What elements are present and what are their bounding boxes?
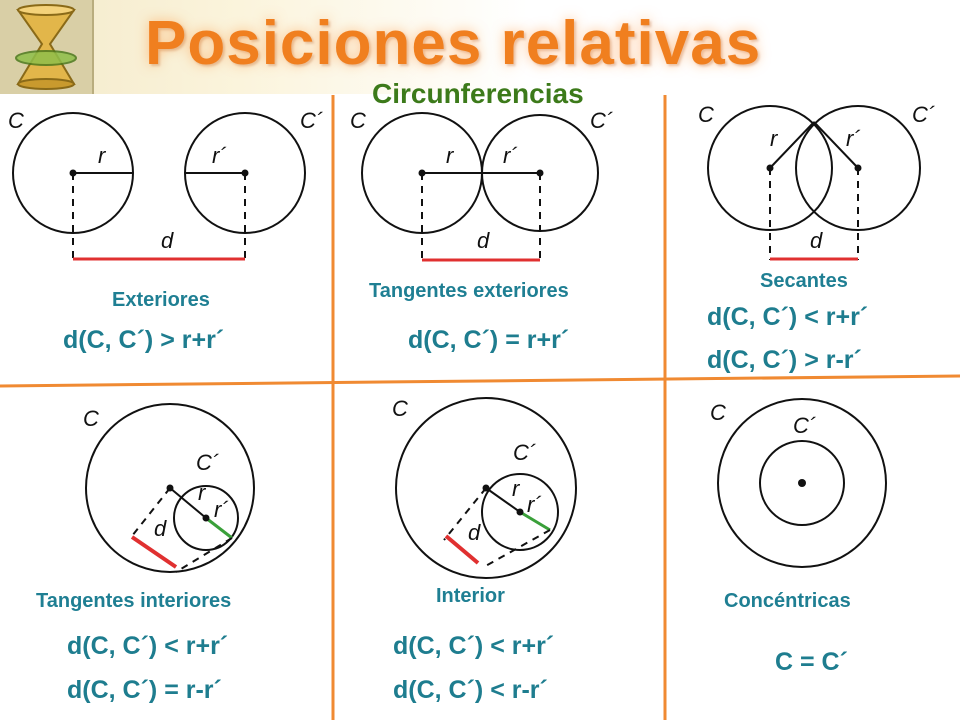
eq-tangentes-exteriores-1: d(C, C´) = r+r´ bbox=[408, 326, 570, 354]
radius-r bbox=[169, 487, 207, 519]
eq-exteriores-1: d(C, C´) > r+r´ bbox=[63, 326, 225, 354]
label-tangentes-interiores: Tangentes interiores bbox=[36, 590, 232, 612]
center-dot bbox=[854, 164, 862, 172]
exteriores-figure bbox=[12, 112, 306, 261]
label-r-prime: r´ bbox=[214, 497, 229, 522]
dash-1 bbox=[443, 487, 487, 541]
label-d: d bbox=[477, 228, 490, 253]
radius-r-prime bbox=[205, 516, 233, 540]
eq-tangentes-interiores-1: d(C, C´) < r+r´ bbox=[67, 632, 229, 660]
label-c: C bbox=[710, 400, 726, 425]
page-subtitle: Circunferencias bbox=[372, 78, 584, 109]
circle-c bbox=[395, 397, 577, 579]
label-r-prime: r´ bbox=[503, 143, 518, 168]
dash-1 bbox=[131, 487, 171, 537]
radius-r bbox=[769, 121, 815, 169]
radius-r bbox=[485, 487, 521, 513]
label-interior: Interior bbox=[436, 585, 505, 607]
circle-c bbox=[85, 403, 255, 573]
label-r-prime: r´ bbox=[527, 492, 542, 517]
center-dot bbox=[202, 514, 210, 522]
label-d: d bbox=[810, 228, 823, 253]
label-r-prime: r´ bbox=[212, 143, 227, 168]
eq-tangentes-interiores-2: d(C, C´) = r-r´ bbox=[67, 676, 222, 704]
distance-d bbox=[444, 534, 480, 565]
concentricas-figure bbox=[717, 398, 887, 568]
center-dot bbox=[536, 169, 544, 177]
center-dot bbox=[241, 169, 249, 177]
tangentes-exteriores-figure bbox=[361, 112, 599, 262]
hyperboloid-icon bbox=[0, 0, 92, 94]
center-dot bbox=[69, 169, 77, 177]
circle-c-prime bbox=[795, 105, 921, 231]
label-c-prime: C´ bbox=[196, 450, 219, 475]
label-r-prime: r´ bbox=[846, 126, 861, 151]
circle-c-prime bbox=[173, 485, 239, 551]
circle-c bbox=[707, 105, 833, 231]
label-c-prime: C´ bbox=[590, 108, 613, 133]
label-concentricas: Concéntricas bbox=[724, 590, 851, 612]
label-c-prime: C´ bbox=[793, 413, 816, 438]
label-r: r bbox=[198, 480, 207, 505]
center-dot bbox=[166, 484, 174, 492]
label-c-prime: C´ bbox=[300, 108, 323, 133]
label-c-prime: C´ bbox=[912, 102, 935, 127]
label-d: d bbox=[154, 516, 167, 541]
tangentes-interiores-figure bbox=[85, 403, 255, 573]
label-r: r bbox=[98, 143, 107, 168]
secantes-figure bbox=[707, 105, 921, 261]
label-d: d bbox=[161, 228, 174, 253]
center-dot bbox=[418, 169, 426, 177]
distance-d bbox=[130, 535, 178, 569]
eq-interior-1: d(C, C´) < r+r´ bbox=[393, 632, 555, 660]
label-r: r bbox=[512, 476, 521, 501]
label-c-prime: C´ bbox=[513, 440, 536, 465]
center-dot bbox=[798, 479, 806, 487]
label-c: C bbox=[698, 102, 714, 127]
label-secantes: Secantes bbox=[760, 270, 848, 292]
logo bbox=[0, 0, 94, 94]
label-c: C bbox=[83, 406, 99, 431]
page-title: Posiciones relativas bbox=[145, 9, 762, 78]
circle-c-prime bbox=[481, 473, 559, 551]
label-exteriores: Exteriores bbox=[112, 289, 210, 311]
label-tangentes-exteriores: Tangentes exteriores bbox=[369, 280, 569, 302]
eq-interior-2: d(C, C´) < r-r´ bbox=[393, 676, 548, 704]
dash-2 bbox=[175, 537, 233, 573]
label-c: C bbox=[8, 108, 24, 133]
center-dot bbox=[482, 484, 490, 492]
center-dot bbox=[516, 508, 524, 516]
label-r: r bbox=[770, 126, 779, 151]
label-d: d bbox=[468, 520, 481, 545]
circle-c-prime bbox=[759, 440, 845, 526]
eq-secantes-1: d(C, C´) < r+r´ bbox=[707, 303, 869, 331]
eq-concentricas-1: C = C´ bbox=[775, 648, 848, 676]
radius-r-prime bbox=[519, 510, 551, 532]
label-c: C bbox=[350, 108, 366, 133]
circle-c bbox=[717, 398, 887, 568]
label-r: r bbox=[446, 143, 455, 168]
center-dot bbox=[766, 164, 774, 172]
divider-horizontal bbox=[0, 374, 960, 388]
label-c: C bbox=[392, 396, 408, 421]
radius-r-prime bbox=[813, 121, 859, 169]
interior-figure bbox=[395, 397, 577, 579]
title-banner bbox=[0, 0, 960, 94]
eq-secantes-2: d(C, C´) > r-r´ bbox=[707, 346, 862, 374]
